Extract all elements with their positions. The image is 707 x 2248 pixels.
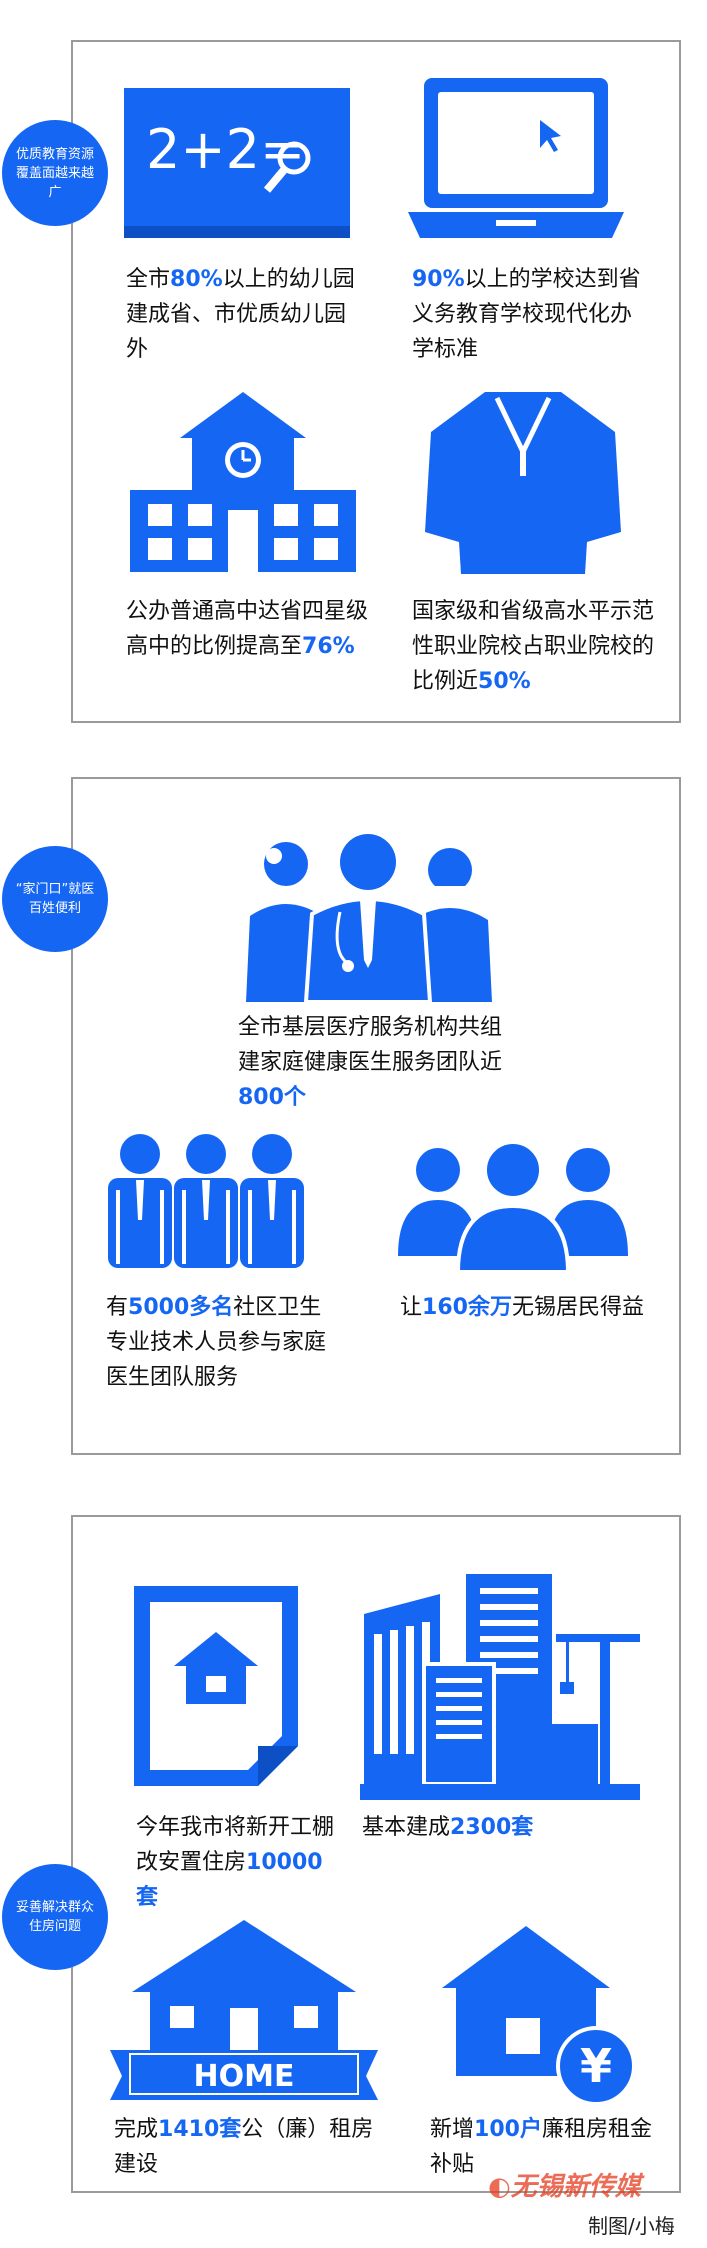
item-text-4: 国家级和省级高水平示范性职业院校占职业院校的比例近50% [412, 599, 655, 694]
item-text-1: 全市80%以上的幼儿园建成省、市优质幼儿园外 [126, 267, 355, 362]
blackboard-icon: 2+2= [124, 88, 350, 238]
medical-staff-group-icon [108, 1134, 304, 1268]
housing-document-icon [134, 1586, 298, 1786]
home-house-icon: HOME [110, 1920, 378, 2100]
currency-symbol: ¥ [580, 2039, 612, 2093]
panel-healthcare [71, 777, 681, 1455]
credit-text: 制图/小梅 [588, 2214, 675, 2238]
badge-housing: 妥善解决群众住房问题 [2, 1864, 108, 1970]
item-text-2: 90%以上的学校达到省义务教育学校现代化办学标准 [412, 267, 641, 362]
logo-swirl-icon: ◐ [488, 2172, 511, 2202]
badge-education: 优质教育资源覆盖面越来越广 [2, 120, 108, 226]
item-text-10: 完成1410套公（廉）租房建设 [114, 2117, 374, 2177]
item-text-5: 全市基层医疗服务机构共组建家庭健康医生服务团队近800个 [238, 1015, 503, 1110]
item-text-11: 新增100户廉租房租金补贴 [430, 2117, 652, 2177]
doctors-team-icon [246, 834, 492, 1002]
home-sign-text: HOME [194, 2059, 295, 2094]
construction-buildings-icon [360, 1574, 640, 1800]
graduation-gown-icon [425, 392, 621, 574]
item-text-7: 让160余万无锡居民得益 [400, 1295, 644, 1320]
item-text-8: 今年我市将新开工棚改安置住房10000套 [136, 1815, 335, 1910]
media-logo: ◐无锡新传媒 [488, 2172, 641, 2202]
school-building-icon [130, 392, 356, 572]
badge-healthcare: “家门口”就医百姓便利 [2, 846, 108, 952]
item-text-3: 公办普通高中达省四星级高中的比例提高至76% [126, 599, 369, 659]
item-text-6: 有5000多名社区卫生专业技术人员参与家庭医生团队服务 [106, 1295, 327, 1390]
laptop-icon [408, 78, 624, 238]
residents-group-icon [398, 1140, 628, 1272]
item-text-9: 基本建成2300套 [362, 1815, 534, 1840]
rent-subsidy-house-icon: ¥ [442, 1926, 636, 2104]
